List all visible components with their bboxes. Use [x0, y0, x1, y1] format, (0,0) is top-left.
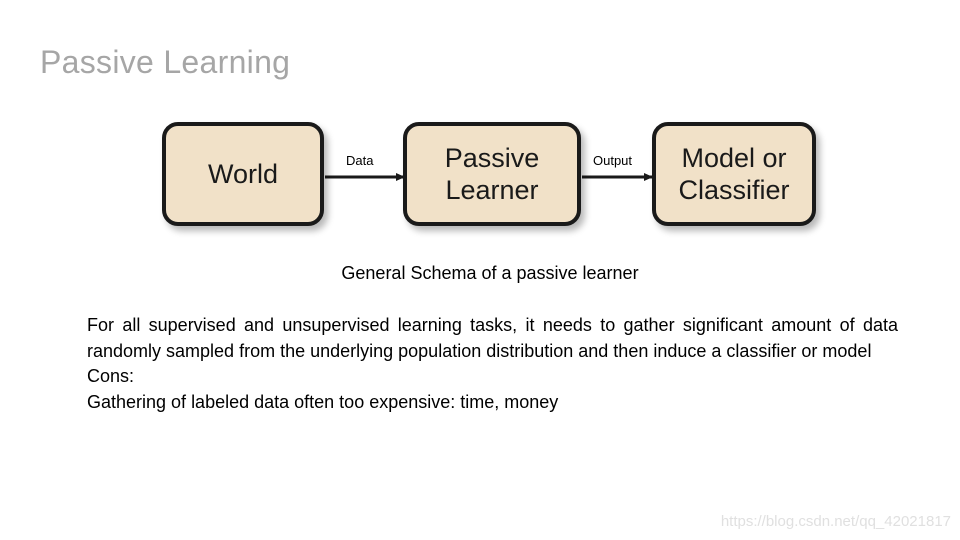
slide-title: Passive Learning [40, 44, 291, 80]
paragraph-cons-item: Gathering of labeled data often too expe… [87, 391, 559, 412]
diagram-caption: General Schema of a passive learner [341, 263, 639, 283]
watermark: https://blog.csdn.net/qq_42021817 [720, 513, 951, 530]
paragraph-description: For all supervised and unsupervised lear… [87, 315, 898, 361]
edge-label-data: Data [346, 153, 374, 168]
node-world: World [162, 122, 324, 226]
body-text: For all supervised and unsupervised lear… [87, 313, 898, 415]
edge-label-output: Output [593, 153, 633, 168]
node-passive-learner: Passive Learner [403, 122, 581, 226]
node-model-or-classifier: Model or Classifier [652, 122, 816, 226]
paragraph-cons-heading: Cons: [87, 366, 135, 386]
